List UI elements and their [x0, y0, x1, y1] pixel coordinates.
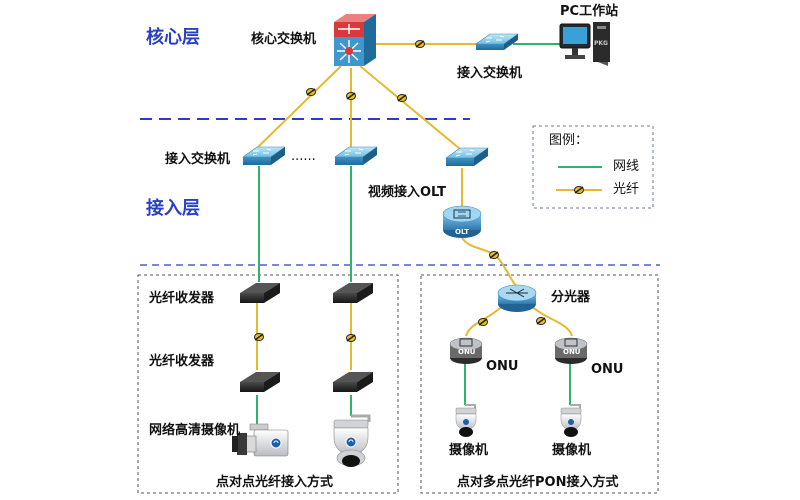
onu-left-icon[interactable]	[449, 337, 483, 364]
access-switch-middle-icon[interactable]	[334, 146, 378, 165]
core-layer-title: 核心层	[146, 27, 200, 48]
ellipsis-label: ......	[291, 149, 316, 164]
olt-switch-icon[interactable]	[445, 147, 489, 166]
legend-network-cable-label: 网线	[613, 159, 640, 174]
access-switch-left-icon[interactable]	[242, 146, 286, 165]
splitter-icon[interactable]	[497, 284, 537, 312]
hd-camera-label: 网络高清摄像机	[149, 423, 241, 438]
access-layer-title: 接入层	[146, 198, 200, 219]
legend-title: 图例：	[549, 133, 589, 148]
transceiver-bottom-right-icon[interactable]	[333, 372, 373, 392]
olt-device-icon[interactable]	[442, 205, 482, 238]
pc-workstation-label: PC工作站	[560, 4, 619, 19]
p2mp-section-caption: 点对多点光纤PON接入方式	[457, 475, 619, 490]
pc-workstation-icon[interactable]	[559, 22, 610, 66]
access-switch-right-icon[interactable]	[475, 33, 519, 50]
legend-fiber-label: 光纤	[613, 182, 640, 197]
legend-fiber-marker-icon	[574, 186, 584, 194]
dome-camera-pon-right-icon[interactable]	[560, 404, 582, 437]
camera-left-label: 摄像机	[449, 443, 489, 458]
splitter-label: 分光器	[551, 290, 591, 305]
video-olt-label: 视频接入OLT	[368, 185, 447, 200]
ptz-dome-camera-left-icon[interactable]	[333, 414, 371, 467]
access-switch-left-label: 接入交换机	[165, 152, 231, 167]
onu-right-label: ONU	[591, 362, 624, 377]
p2p-section-box	[137, 274, 399, 494]
p2p-section-caption: 点对点光纤接入方式	[216, 475, 334, 490]
pc-badge: PKG	[594, 40, 608, 47]
core-switch-label: 核心交换机	[251, 32, 317, 47]
transceiver-bottom-left-icon[interactable]	[240, 372, 280, 392]
hd-box-camera-icon[interactable]	[232, 423, 289, 457]
onu-right-icon[interactable]	[554, 337, 588, 364]
network-cable-links	[256, 43, 571, 424]
fiber-links	[255, 43, 573, 370]
onu-right-badge: ONU	[563, 348, 581, 356]
legend-box	[532, 125, 654, 209]
fiber-marker-icons	[254, 40, 546, 342]
transceiver-top-right-icon[interactable]	[333, 283, 373, 303]
p2mp-section-box	[420, 274, 659, 494]
camera-right-label: 摄像机	[552, 443, 592, 458]
dome-camera-pon-left-icon[interactable]	[455, 404, 477, 437]
transceiver-top-label: 光纤收发器	[149, 291, 215, 306]
transceiver-bottom-label: 光纤收发器	[149, 354, 215, 369]
onu-left-badge: ONU	[458, 348, 476, 356]
access-switch-right-label: 接入交换机	[457, 66, 523, 81]
core-switch-icon[interactable]	[334, 14, 376, 66]
onu-left-label: ONU	[486, 359, 519, 374]
transceiver-top-left-icon[interactable]	[240, 283, 280, 303]
olt-badge: OLT	[455, 228, 470, 236]
